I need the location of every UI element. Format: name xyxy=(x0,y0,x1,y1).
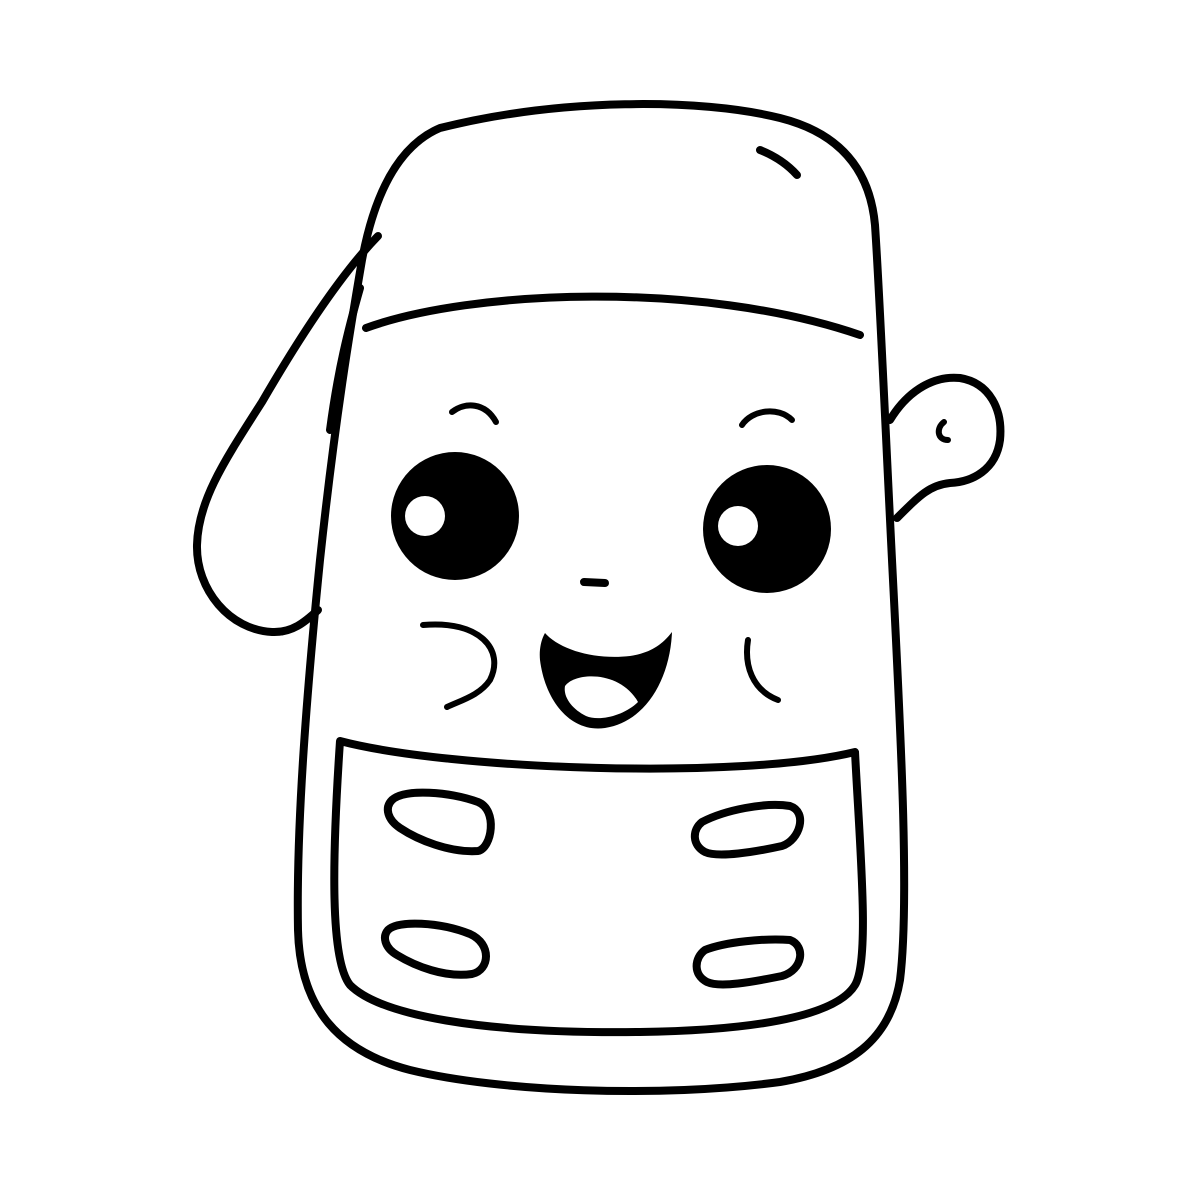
left-flap xyxy=(192,232,382,637)
car-body-outline xyxy=(293,100,909,1096)
upper-right-light xyxy=(690,800,804,859)
lower-right-light xyxy=(692,935,805,989)
roof-highlight xyxy=(756,146,801,179)
upper-left-light xyxy=(383,788,495,856)
right-eye xyxy=(703,465,831,593)
windshield-line xyxy=(362,292,864,339)
lower-left-light xyxy=(381,919,490,979)
tongue xyxy=(564,676,638,719)
mirror-detail xyxy=(935,419,951,443)
left-cheek xyxy=(420,621,498,710)
lower-panel xyxy=(330,737,867,1037)
left-eye xyxy=(391,452,519,580)
right-eyebrow xyxy=(739,408,795,428)
nose xyxy=(580,578,609,587)
right-cheek xyxy=(744,637,781,703)
side-mirror xyxy=(886,373,1005,522)
left-eyebrow xyxy=(449,402,499,425)
